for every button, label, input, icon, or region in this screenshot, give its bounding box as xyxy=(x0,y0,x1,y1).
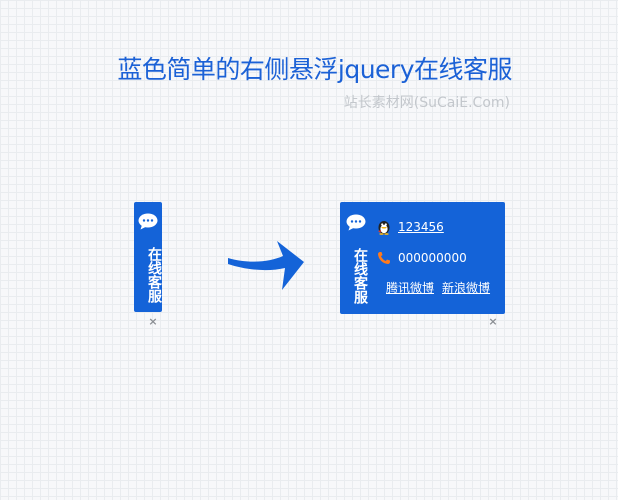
close-icon[interactable]: × xyxy=(488,315,498,328)
qq-row: 123456 xyxy=(376,219,444,235)
qq-number-link[interactable]: 123456 xyxy=(398,220,444,234)
service-tab-label: 在线客服 xyxy=(146,247,162,303)
qq-penguin-icon xyxy=(378,221,390,235)
expanded-service-panel: 在线客服 123456 000000000 腾讯微博 新浪微博 xyxy=(340,202,505,314)
page-title: 蓝色简单的右侧悬浮jquery在线客服 xyxy=(117,55,512,84)
close-icon[interactable]: × xyxy=(148,315,158,328)
collapsed-service-tab[interactable]: 在线客服 xyxy=(134,202,162,312)
phone-row: 000000000 xyxy=(376,250,467,266)
arrow-right-icon xyxy=(228,241,304,290)
tencent-weibo-link[interactable]: 腾讯微博 xyxy=(386,281,435,295)
weibo-links: 腾讯微博 新浪微博 xyxy=(386,279,490,296)
page-subtitle: 站长素材网(SuCaiE.Com) xyxy=(343,95,510,111)
sina-weibo-link[interactable]: 新浪微博 xyxy=(442,281,491,295)
phone-icon xyxy=(378,252,390,264)
phone-number: 000000000 xyxy=(398,251,467,265)
service-panel-label: 在线客服 xyxy=(352,248,368,304)
chat-bubble-icon xyxy=(138,213,158,230)
chat-bubble-icon xyxy=(346,214,366,231)
